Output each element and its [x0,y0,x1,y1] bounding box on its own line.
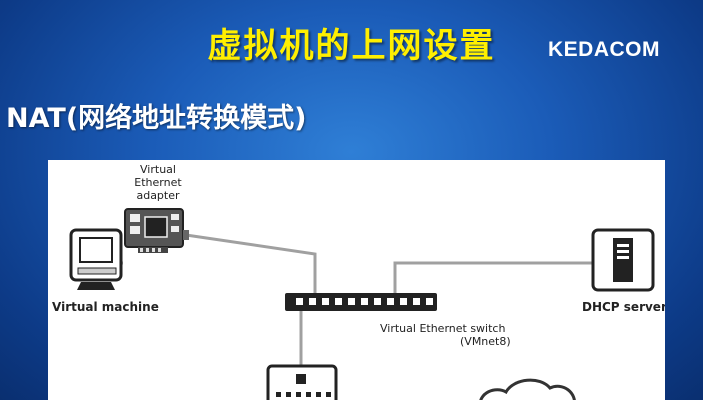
dhcp-label: DHCP server [582,300,665,314]
switch-label: Virtual Ethernet switch [380,322,505,335]
switch-sublabel: (VMnet8) [460,335,511,348]
nat-mode-subtitle: NAT(网络地址转换模式) [6,103,307,134]
ethernet-switch-icon [285,293,437,311]
diagram-canvas: Virtual Ethernet adapter Virtual machine… [52,163,665,400]
nat-device-icon [266,364,338,400]
slide-title: 虚拟机的上网设置 [207,26,496,66]
nat-network-diagram: Virtual Ethernet adapter Virtual machine… [48,160,665,400]
server-icon [591,228,655,292]
adapter-label-line3: adapter [136,189,180,202]
computer-icon [69,228,123,290]
switch-to-dhcp-line [393,261,593,297]
ethernet-adapter-icon [124,208,189,253]
vm-label: Virtual machine [52,300,159,314]
adapter-to-switch-line [185,233,317,297]
adapter-label-line2: Ethernet [134,176,182,189]
adapter-label-line1: Virtual [140,163,176,176]
cloud-icon [479,378,576,400]
kedacom-logo: KEDACOM [548,38,660,61]
